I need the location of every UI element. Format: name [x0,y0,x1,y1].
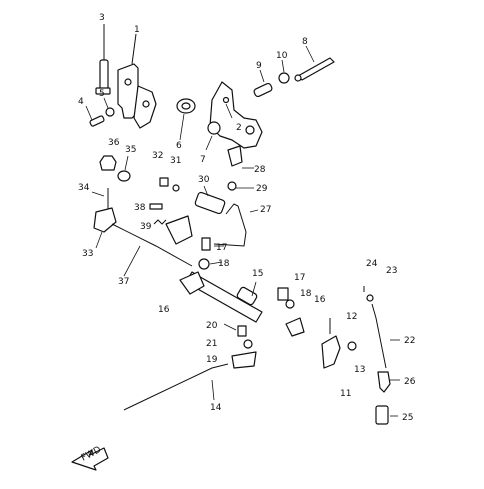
callout-18b: 18 [300,289,312,299]
callout-27: 27 [260,205,271,215]
callout-11: 11 [340,389,351,399]
part-5-washer [103,97,115,117]
part-3-bolt [95,24,111,95]
part-30-shaft [194,185,226,215]
callout-14: 14 [210,403,222,413]
part-27-link-rod [213,203,259,247]
callout-3: 3 [99,13,105,23]
callout-4: 4 [78,97,84,107]
callout-15: 15 [252,269,263,279]
callout-38: 38 [134,203,146,213]
part-20-screw [223,323,247,337]
callout-29: 29 [256,184,268,194]
part-32-nut [159,177,169,187]
callout-26: 26 [404,377,416,387]
callout-21: 21 [206,339,217,349]
part-4-bolt [85,105,105,127]
callout-37: 37 [118,277,129,287]
callout-39: 39 [140,222,152,232]
part-28-link [227,145,254,169]
callout-23: 23 [386,266,397,276]
callout-20: 20 [206,321,218,331]
part-6-collar [176,98,196,141]
part-34-screw [91,188,109,210]
part-17-bolt-right [277,287,289,301]
callout-19: 19 [206,355,218,365]
part-8-rod [294,45,335,82]
callout-2: 2 [236,123,242,133]
part-39-spring [153,219,167,225]
part-13-nut [347,341,357,351]
part-16-arm-right [285,317,305,337]
part-19-clip [231,351,257,369]
part-1-bracket [117,33,157,129]
callout-13: 13 [354,365,365,375]
callout-numbers: 3 1 8 10 9 5 4 2 6 36 35 7 32 31 28 30 2… [78,13,416,423]
callout-18a: 18 [218,259,230,269]
part-17-bolt-upper [201,237,224,251]
callout-31: 31 [170,156,181,166]
part-14-long-rod [123,363,229,411]
callout-5: 5 [99,89,105,99]
callout-1: 1 [134,25,140,35]
part-21-washer [243,339,253,349]
fwd-arrow-badge: FWD [71,445,109,471]
callout-10: 10 [276,51,288,61]
part-37-shift-shaft [111,215,193,277]
callout-16b: 16 [314,295,326,305]
callout-8: 8 [302,37,308,47]
callout-30: 30 [198,175,210,185]
part-35-grommet [117,155,131,182]
part-18-washer-right [285,299,295,309]
callout-36: 36 [108,138,120,148]
part-36-bushing [99,155,117,171]
callout-34: 34 [78,183,90,193]
part-10-nut [278,59,290,84]
callout-9: 9 [256,61,262,71]
callout-17a: 17 [216,243,227,253]
callout-25: 25 [402,413,413,423]
part-2-throttle-cam [207,81,263,149]
part-7-lever [205,135,213,151]
part-11-lever [321,335,341,369]
part-29-clip [227,181,254,191]
callout-16a: 16 [158,305,170,315]
part-23-clip [366,294,374,302]
callout-33: 33 [82,249,93,259]
callout-6: 6 [176,141,182,151]
part-22-cable [371,303,400,369]
callout-7: 7 [200,155,206,165]
part-9-pin [253,69,273,98]
part-31-washer [172,184,180,192]
callout-35: 35 [125,145,136,155]
callout-28: 28 [254,165,266,175]
part-38-pin [149,203,163,210]
callout-24: 24 [366,259,378,269]
callout-22: 22 [404,336,415,346]
part-33-arm [93,207,117,249]
callout-12: 12 [346,312,357,322]
part-26-joint [377,371,400,393]
part-18-washer-upper [198,258,223,270]
part-16-arm-left [179,271,205,295]
callout-32: 32 [152,151,163,161]
part-25-sleeve [375,405,398,425]
callout-17b: 17 [294,273,305,283]
